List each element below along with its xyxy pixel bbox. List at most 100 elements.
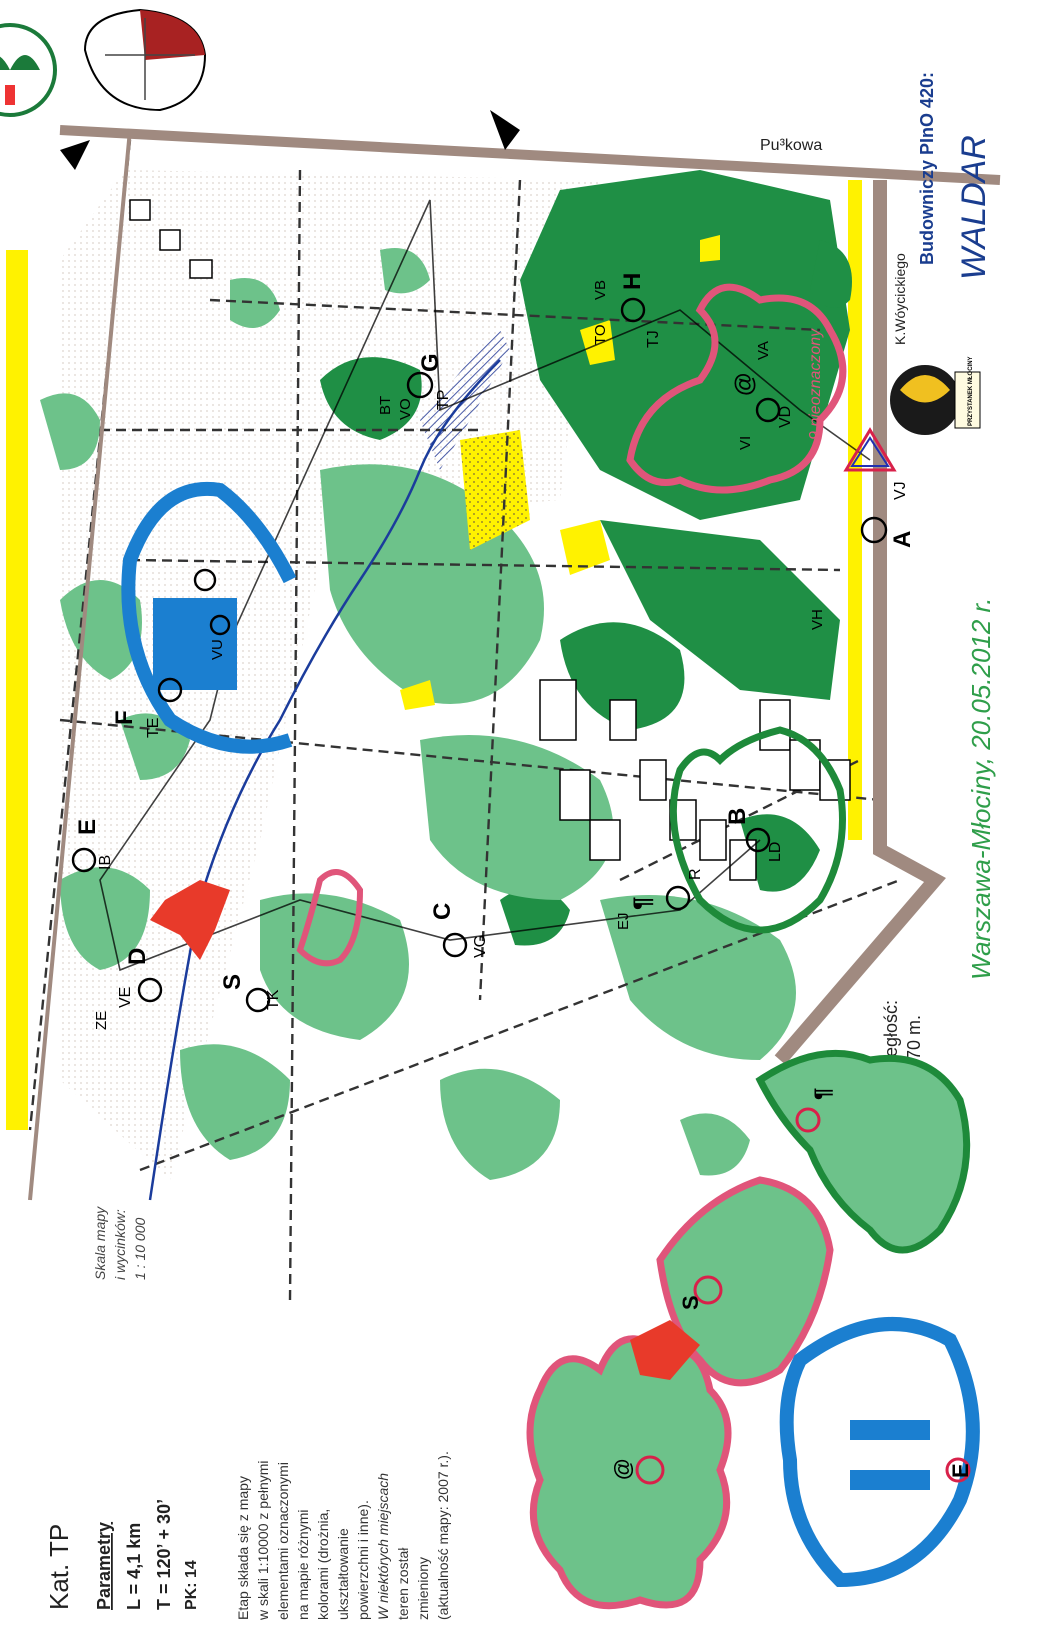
- control-vu: [209, 614, 231, 636]
- description-line: W niektórych miejscach: [375, 1473, 391, 1620]
- code-vu: VU: [209, 639, 226, 660]
- control-code-r: R: [687, 868, 704, 880]
- north-arrow-icon-2: [490, 110, 520, 150]
- description-line: zmieniony: [415, 1557, 431, 1620]
- road-top: [59, 125, 1001, 185]
- control-e: [71, 847, 97, 873]
- scale-line-2: i wycinków:: [112, 1209, 128, 1280]
- map-left-edge: [28, 129, 132, 1201]
- control-code-f: TE: [145, 718, 162, 738]
- control-letter-b: B: [724, 808, 751, 825]
- rough-open-stipple: [460, 430, 530, 550]
- description-line: ukształtowanie: [335, 1528, 351, 1620]
- yellow-border-strip: [6, 250, 28, 1130]
- control-letter-s: S: [219, 974, 246, 990]
- params-controls: PK: 14: [183, 1560, 200, 1610]
- code-to: TO: [592, 324, 609, 345]
- code-vb: VB: [592, 280, 609, 300]
- control-labels: A B C D E F G H S ¶ @: [74, 273, 916, 990]
- description-line: na mapie różnymi: [295, 1510, 311, 1621]
- params-length: L = 4,1 km: [124, 1523, 144, 1610]
- club-logo: [0, 23, 57, 117]
- pink-special-zone-at: [626, 283, 847, 494]
- control-letter-at: @: [731, 373, 758, 396]
- control-b: [745, 827, 771, 853]
- green-special-zone: [669, 726, 846, 934]
- inset-green-glyph: ¶: [810, 1088, 835, 1100]
- control-letter-e: E: [74, 819, 101, 835]
- cafe-logo-label: PRZYSTANEK MŁOCINY: [968, 356, 974, 426]
- description-line: Etap składa się z mapy: [235, 1476, 251, 1620]
- control-letter-d: D: [124, 948, 151, 965]
- control-letter-p: ¶: [629, 897, 656, 910]
- control-at: [755, 397, 781, 423]
- pink-special-zone-s: [296, 869, 364, 967]
- description-line: elementami oznaczonymi: [275, 1462, 291, 1620]
- yellow-road-strip: [848, 180, 862, 840]
- inset-blue: E: [779, 1317, 980, 1588]
- control-a: [860, 516, 888, 544]
- control-letter-g: G: [417, 353, 444, 372]
- code-vh: VH: [809, 609, 826, 630]
- builder-label: Budowniczy PInO 420:: [917, 72, 937, 265]
- control-code-b: LD: [767, 842, 784, 862]
- control-code-s: TK: [265, 989, 282, 1010]
- description-block: Etap składa się z mapy w skali 1:10000 z…: [235, 1451, 451, 1621]
- scale-line-3: 1 : 10 000: [132, 1218, 148, 1280]
- scale-block: Skala mapy i wycinków: 1 : 10 000: [92, 1206, 148, 1280]
- course-route: [99, 199, 871, 972]
- description-line: w skali 1:10000 z pełnymi: [255, 1460, 271, 1621]
- code-va: VA: [755, 341, 772, 360]
- control-code-a: VJ: [892, 481, 909, 500]
- inset-pink-at-glyph: @: [610, 1459, 635, 1480]
- control-c: [442, 932, 468, 958]
- control-code-at: VD: [777, 406, 794, 428]
- control-h: [620, 297, 646, 323]
- inset-pink-at: @: [526, 1335, 732, 1610]
- control-g: [406, 371, 434, 399]
- control-letter-a: A: [889, 531, 916, 548]
- shield-logo: [83, 8, 207, 112]
- stream: [148, 359, 501, 1201]
- control-letter-h: H: [619, 273, 646, 290]
- start-triangle-icon: [843, 427, 897, 472]
- params-heading: Parametry: [94, 1522, 114, 1610]
- control-circles: [71, 297, 888, 1013]
- code-bt: BT: [377, 396, 394, 415]
- category-label: Kat. TP: [44, 1524, 74, 1610]
- params-block: Kat. TP Parametry L = 4,1 km T = 120’ + …: [44, 1499, 200, 1610]
- place-date: Warszawa-Młociny, 20.05.2012 r.: [966, 598, 996, 980]
- builder-signature: WALDAR: [955, 135, 993, 280]
- control-s: [245, 987, 271, 1013]
- control-te: [193, 568, 217, 592]
- control-codes: VJ LD VG VE IB TE TP TJ TK R VD: [97, 330, 909, 1010]
- control-code-c: VG: [472, 935, 489, 958]
- misc-map-codes: BT VO TO VB VA VI VH EJ ZE VU 9 nieoznac…: [93, 280, 826, 1030]
- code-vo: VO: [397, 398, 414, 420]
- cafe-logo: PRZYSTANEK MŁOCINY: [890, 356, 981, 435]
- description-line: kolorami (drożnia,: [315, 1509, 331, 1620]
- description-line: (aktualność mapy: 2007 r.).: [435, 1451, 451, 1620]
- inset-pink-s-glyph: S: [678, 1295, 703, 1310]
- control-letter-f: F: [111, 710, 138, 725]
- control-code-g: TP: [435, 390, 452, 410]
- pink-zone-label: 9 nieoznaczony: [807, 328, 824, 440]
- description-line: powierzchni i inne).: [355, 1500, 371, 1620]
- forest-dark: [320, 170, 852, 946]
- control-code-d: VE: [117, 987, 134, 1008]
- north-arrow-icon: [60, 140, 90, 170]
- red-flame-icon: [150, 880, 230, 960]
- buildings: [129, 199, 851, 881]
- scale-line-1: Skala mapy: [92, 1206, 108, 1280]
- inset-pink-s: S: [630, 1176, 834, 1387]
- road-right: [774, 180, 946, 1065]
- street-label-top: Pu³kowa: [760, 137, 822, 154]
- control-r: [665, 885, 691, 911]
- street-label-right: K.Wóycickiego: [892, 253, 908, 345]
- blue-special-zone: [121, 481, 297, 754]
- control-letter-c: C: [429, 903, 456, 920]
- code-ze: ZE: [93, 1011, 110, 1030]
- control-code-h: TJ: [645, 330, 662, 348]
- control-d: [137, 977, 163, 1003]
